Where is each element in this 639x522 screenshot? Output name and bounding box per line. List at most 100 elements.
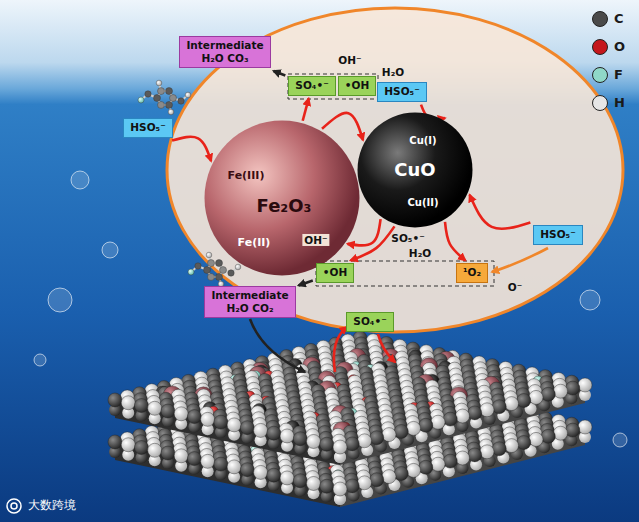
atom [220,267,227,274]
reaction-arrow [299,281,313,286]
radical-bracket [288,74,378,99]
atom [394,467,408,481]
catalyst-sheet [108,331,592,507]
atom [468,448,482,462]
atom [208,273,215,280]
legend-swatch [592,39,608,55]
legend-label: H [614,94,625,112]
species-label: HSO₅⁻ [384,85,419,98]
radical-bracket [316,261,494,286]
species-label: •OH [345,79,369,92]
species-label: Cu(I) [409,135,436,146]
atom [419,460,433,474]
atom [431,457,445,471]
molecule [138,80,191,115]
species-label: H₂O CO₂ [211,302,288,315]
sheet-layer [108,373,592,507]
atom [333,440,347,454]
atom [517,436,531,450]
atom [566,381,580,395]
reaction-arrow [378,334,395,362]
atom [492,400,506,414]
species-label: ¹O₂ [463,266,481,279]
atom [161,404,175,418]
reaction-arrow [470,195,531,229]
atom [419,418,433,432]
watermark-logo [7,499,21,513]
reaction-bubble [167,8,623,332]
atom [148,401,162,415]
atom [170,95,177,102]
atom [208,260,215,267]
legend-swatch [592,67,608,83]
atom [320,479,334,493]
atom [108,435,122,449]
atom [505,439,519,453]
atom [280,429,294,443]
atom [394,425,408,439]
atom [492,442,506,456]
sheet-side [115,400,340,465]
species-note: O⁻ [508,281,522,293]
species-box: ¹O₂ [456,263,488,282]
atom [121,438,135,452]
atom [235,264,241,270]
atom [204,267,211,274]
atom [578,378,592,392]
atom [382,428,396,442]
sheet-layer [108,331,592,465]
atom [443,454,457,468]
atom [443,412,457,426]
atom [293,432,307,446]
species-note: OH⁻ [338,54,361,66]
reaction-arrow [303,99,309,121]
atom [156,80,162,86]
atom [541,387,555,401]
species-label: HSO₅⁻ [540,228,575,241]
atom [240,463,254,477]
sphere [358,113,473,228]
legend-swatch [592,95,608,111]
reaction-arrow [334,327,347,372]
atom [431,415,445,429]
atom [158,88,165,95]
atom [529,390,543,404]
atom [188,269,194,275]
atom [456,451,470,465]
species-box: SO₄•⁻ [288,76,335,95]
atom [554,426,568,440]
atom [166,88,173,95]
sphere [205,121,360,276]
atom [185,92,191,98]
atom [267,468,281,482]
atom [345,479,359,493]
sheet-side [340,385,585,465]
atom [161,446,175,460]
atom [456,409,470,423]
species-note: SO₅•⁻ [391,232,424,244]
legend-label: C [614,10,624,28]
reaction-arrow [250,319,305,372]
atom [293,474,307,488]
atom [370,473,384,487]
atom [178,98,184,104]
atom [480,403,494,417]
atom [154,95,161,102]
atom [108,393,122,407]
species-label: SO₄•⁻ [353,315,386,328]
atom [505,397,519,411]
atom [216,273,223,280]
atom [358,434,372,448]
atom [254,465,268,479]
atom [121,396,135,410]
reaction-arrow [274,71,286,76]
atom [307,476,321,490]
atom [227,418,241,432]
atom [187,452,201,466]
reaction-arrow [445,222,465,260]
species-label: Intermediate [211,289,288,302]
atom [240,421,254,435]
atom [134,399,148,413]
atom [166,101,173,108]
